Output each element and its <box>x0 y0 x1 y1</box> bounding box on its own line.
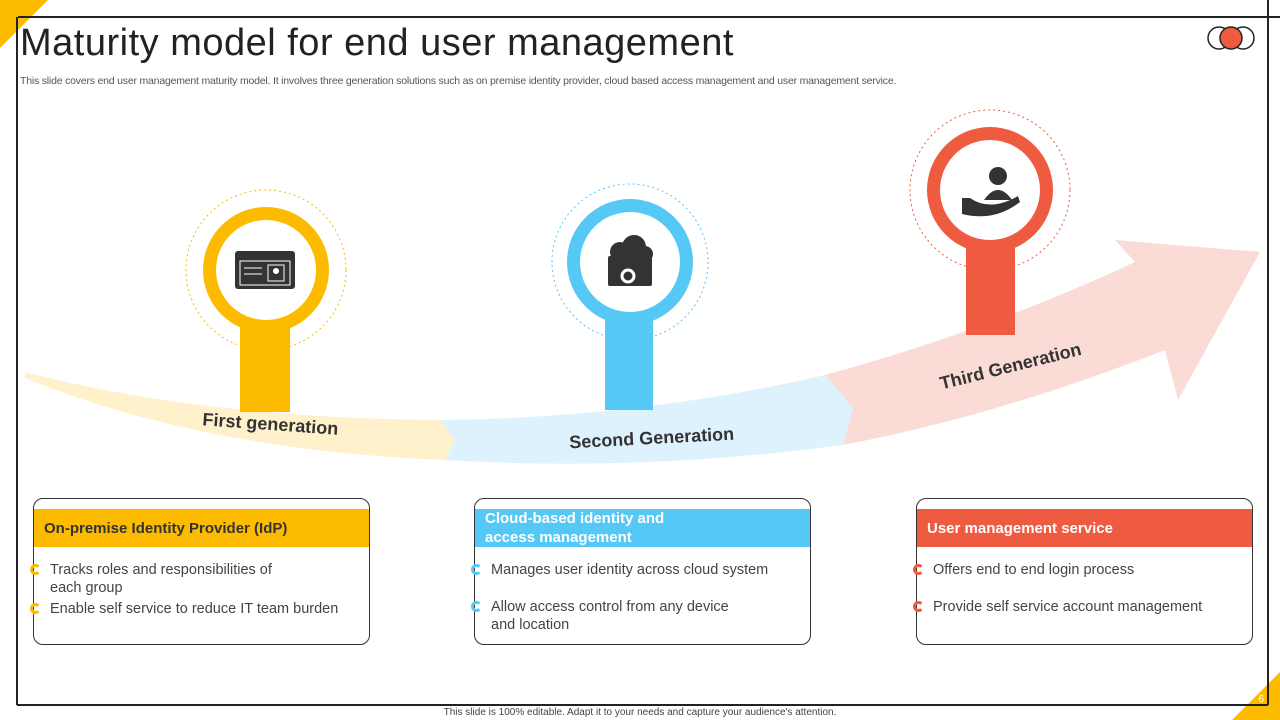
band-third <box>825 240 1260 445</box>
card-second: Cloud-based identity and access manageme… <box>471 498 811 645</box>
list-item: Provide self service account management <box>913 598 1243 616</box>
bullet-icon <box>471 564 482 575</box>
browser-user-icon <box>235 251 295 289</box>
user-in-hand-icon <box>962 167 1020 217</box>
card-heading: On-premise Identity Provider (IdP) <box>34 509 369 547</box>
bullet-icon <box>913 564 924 575</box>
footer-note: This slide is 100% editable. Adapt it to… <box>443 707 837 718</box>
page-subtitle: This slide covers end user management ma… <box>20 75 897 87</box>
pin-third <box>909 109 1071 335</box>
list-item: Tracks roles and responsibilities of eac… <box>30 561 360 597</box>
bullet-icon <box>913 601 924 612</box>
list-item: Allow access control from any device and… <box>471 598 801 634</box>
list-item: Offers end to end login process <box>913 561 1243 579</box>
bullet-icon <box>471 601 482 612</box>
pin-second <box>551 183 709 410</box>
card-heading: Cloud-based identity and access manageme… <box>475 509 810 547</box>
bullet-icon <box>30 564 41 575</box>
logo-icon <box>1207 26 1255 50</box>
pin-first <box>185 189 347 412</box>
page-title: Maturity model for end user management <box>20 22 734 64</box>
list-item: Manages user identity across cloud syste… <box>471 561 801 579</box>
page-number: 6 <box>1258 694 1264 705</box>
list-item: Enable self service to reduce IT team bu… <box>30 600 360 618</box>
cloud-settings-icon <box>608 235 653 286</box>
band-first <box>25 372 455 460</box>
card-first: On-premise Identity Provider (IdP) Track… <box>30 498 370 645</box>
band-second <box>440 375 853 464</box>
card-third: User management service Offers end to en… <box>913 498 1253 645</box>
card-heading: User management service <box>917 509 1252 547</box>
bullet-icon <box>30 603 41 614</box>
corner-triangle-top <box>0 0 48 48</box>
